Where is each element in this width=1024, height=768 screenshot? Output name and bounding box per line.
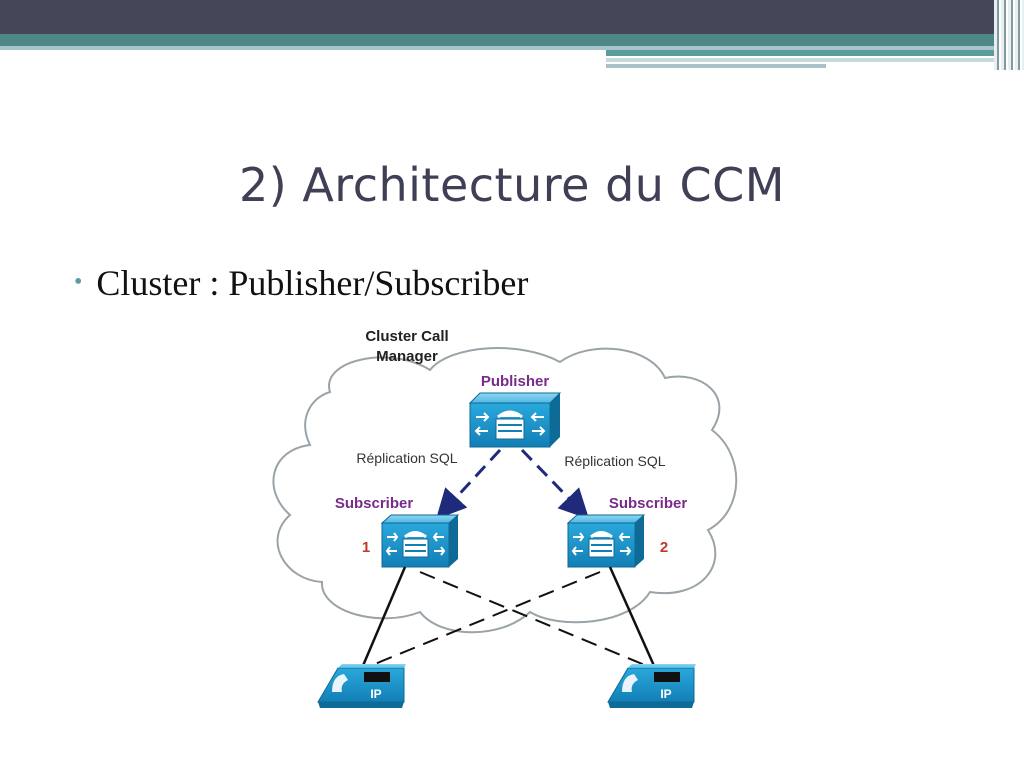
- cloud-label: Cluster Call: [365, 328, 448, 345]
- subscriber-left-label: Subscriber: [335, 495, 414, 512]
- publisher-label: Publisher: [481, 373, 550, 390]
- header-stripe: [606, 58, 1024, 62]
- slide-title: 2) Architecture du CCM: [239, 158, 785, 212]
- call-manager-server-icon: [380, 514, 460, 568]
- subscriber-right-label: Subscriber: [609, 495, 688, 512]
- backup-link-left-to-right: [419, 571, 653, 669]
- replication-arrow-left: [435, 448, 502, 520]
- backup-link-right-to-left: [364, 571, 601, 669]
- primary-link-right: [608, 566, 657, 669]
- header-stripe: [606, 64, 826, 68]
- subscriber-left-number: 1: [362, 539, 370, 556]
- cloud-label: Manager: [376, 348, 438, 365]
- call-manager-server-icon: [566, 514, 646, 568]
- bullet-icon: •: [74, 269, 83, 295]
- header-teal-thin: [0, 46, 1024, 50]
- replication-label-right: Réplication SQL: [564, 453, 665, 469]
- header-bar: [0, 0, 1024, 34]
- replication-arrow-right: [520, 448, 590, 520]
- subscriber-right-number: 2: [660, 539, 668, 556]
- header-vertical-stripes: [994, 0, 1024, 70]
- phone-ip-label: IP: [370, 687, 381, 701]
- replication-label-left: Réplication SQL: [356, 450, 457, 466]
- cloud-shape: [272, 347, 738, 634]
- ip-phone-icon: IP: [607, 664, 696, 708]
- phone-ip-label: IP: [660, 687, 671, 701]
- header-teal-band: [0, 34, 1024, 46]
- bullet-item: • Cluster : Publisher/Subscriber: [74, 262, 528, 304]
- ip-phone-icon: IP: [317, 664, 406, 708]
- call-manager-server-icon: [468, 392, 562, 448]
- bullet-text: Cluster : Publisher/Subscriber: [96, 263, 529, 303]
- primary-link-left: [360, 566, 407, 669]
- header-stripe: [606, 50, 1024, 56]
